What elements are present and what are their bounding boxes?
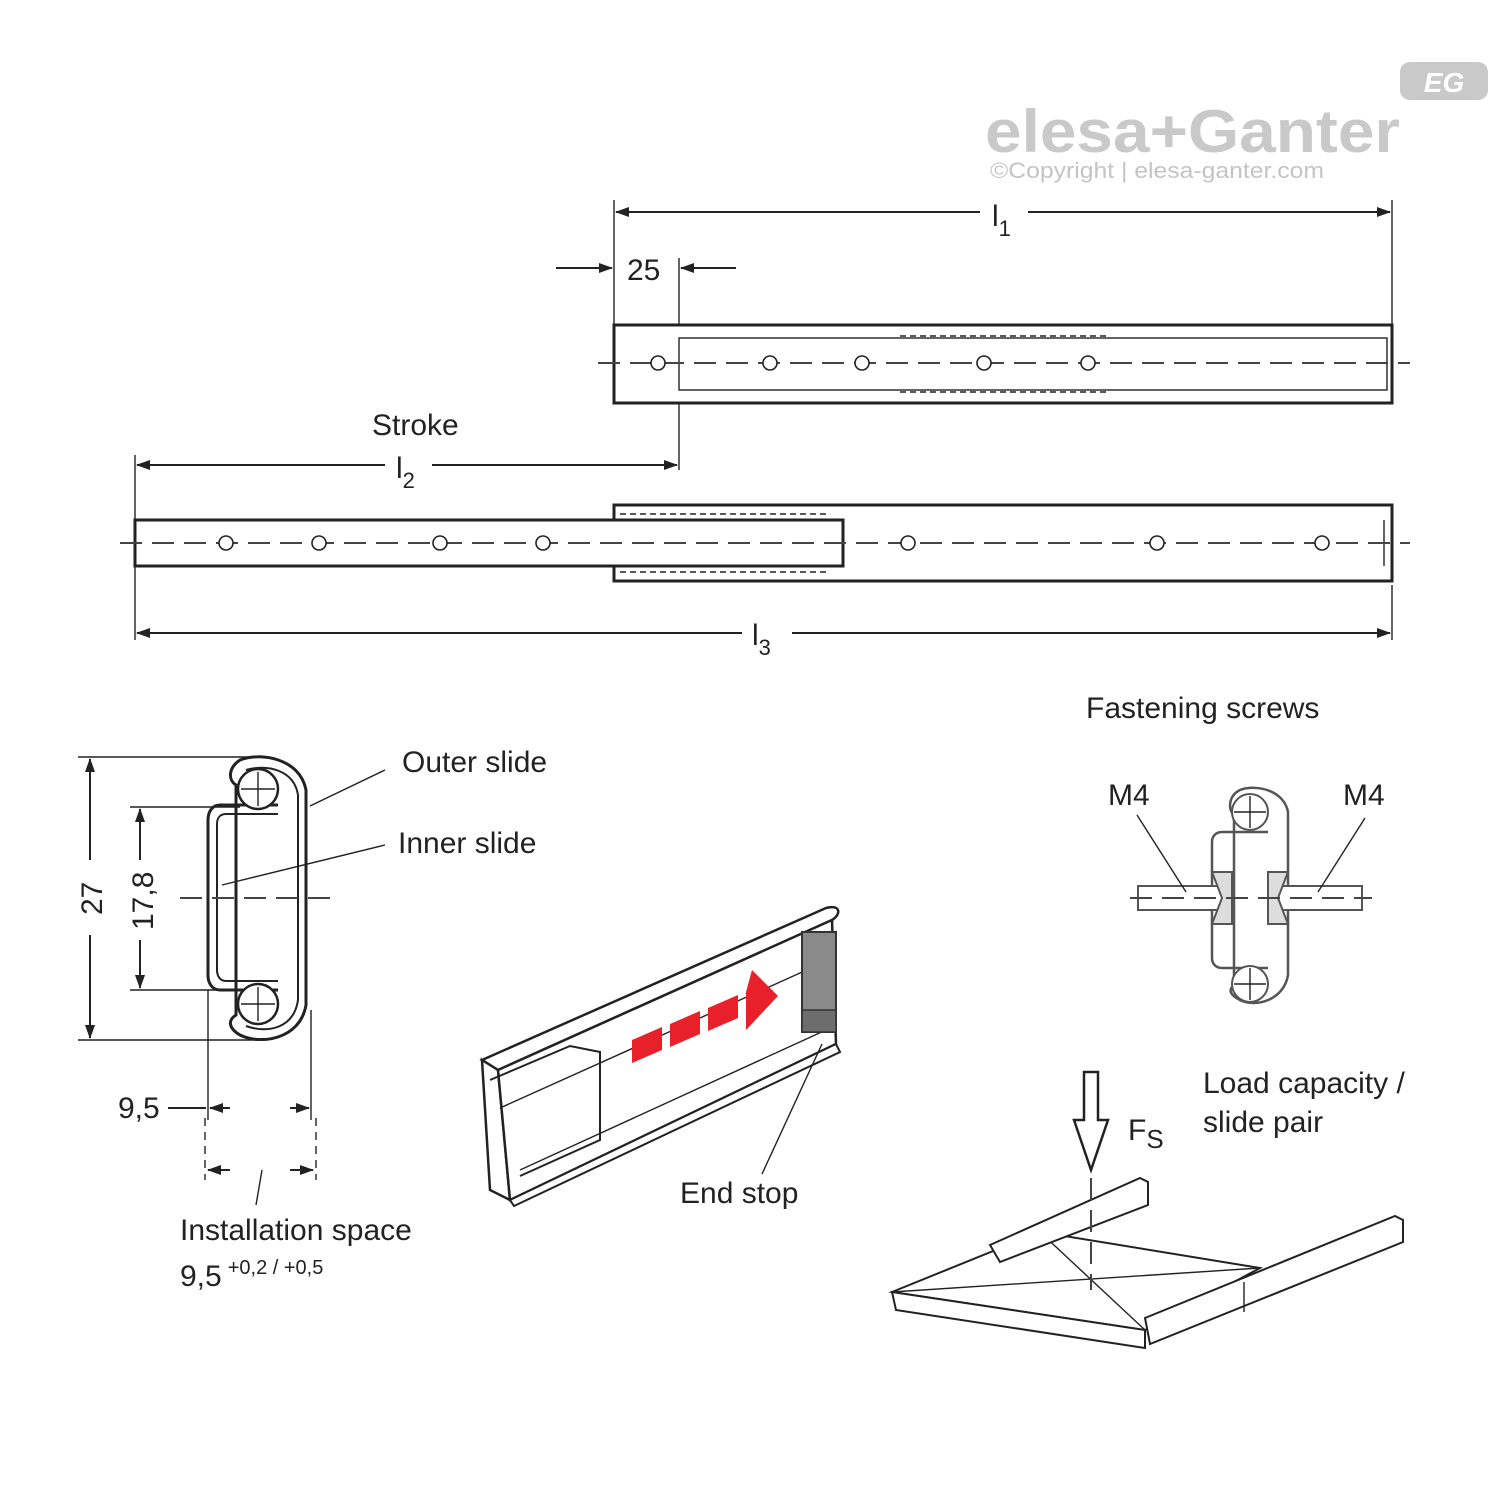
brand-logo: EG elesa+Ganter ©Copyright | elesa-gante…: [985, 62, 1488, 183]
copyright-text: ©Copyright | elesa-ganter.com: [990, 158, 1324, 183]
load-capacity-line1: Load capacity /: [1203, 1067, 1405, 1100]
end-stop-label: End stop: [680, 1177, 798, 1210]
width-label: 9,5: [118, 1092, 160, 1125]
brand-name: elesa+Ganter: [985, 98, 1400, 165]
force-arrow-icon: [1072, 1070, 1110, 1174]
load-capacity-view: FS Load capacity / slide pair: [888, 1067, 1405, 1350]
eg-badge-icon: [1400, 62, 1488, 100]
inner-height-label: 17,8: [127, 872, 160, 930]
screw-left-label: M4: [1108, 779, 1150, 812]
fastening-screws-title: Fastening screws: [1086, 692, 1319, 725]
slide-retracted-view: l1 25: [556, 200, 1410, 470]
cross-section-view: 27 17,8 Outer slide Inner slide 9,5 Inst…: [76, 746, 547, 1293]
fastening-screws-view: Fastening screws M4 M4: [1086, 692, 1385, 1005]
end-stop-illustration: End stop: [479, 905, 842, 1210]
outer-slide-label: Outer slide: [402, 746, 547, 779]
force-label: FS: [1128, 1114, 1164, 1154]
height-27-label: 27: [76, 882, 109, 915]
stroke-label: Stroke: [372, 409, 459, 442]
installation-space-label: Installation space: [180, 1214, 412, 1247]
l3-label: l3: [752, 619, 771, 660]
offset-25-label: 25: [627, 254, 660, 287]
direction-arrow-icon: [632, 970, 778, 1063]
installation-space-value: 9,5+0,2 / +0,5: [180, 1257, 323, 1293]
l1-label: l1: [992, 200, 1011, 241]
load-capacity-line2: slide pair: [1203, 1106, 1323, 1139]
inner-slide-label: Inner slide: [398, 827, 536, 860]
screw-right-label: M4: [1343, 779, 1385, 812]
slide-extended-view: Stroke l2 l3: [120, 409, 1410, 660]
l2-label: l2: [396, 452, 415, 493]
eg-badge-text: EG: [1424, 67, 1464, 98]
